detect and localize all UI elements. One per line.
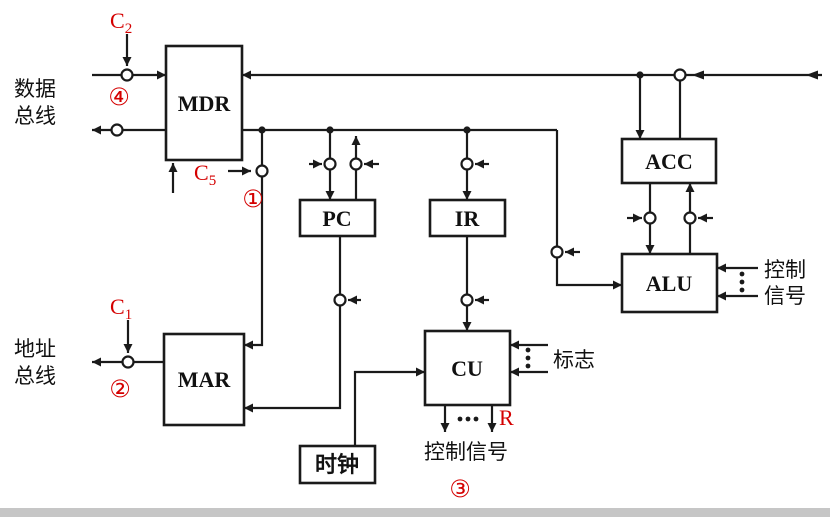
- cu-label: CU: [451, 356, 483, 381]
- ellipsis-dots: [457, 271, 745, 422]
- junction-dot: [636, 71, 644, 79]
- c2-signal-label: C2: [110, 8, 132, 37]
- data-bus-label-line2: 总线: [14, 104, 56, 128]
- alu-control-dots-icon: [739, 271, 745, 277]
- junction-dot: [258, 126, 266, 134]
- alu-label: ALU: [646, 271, 693, 296]
- circled-2-label: ②: [109, 375, 131, 403]
- pc-label: PC: [322, 206, 351, 231]
- gate-c1-icon: [121, 355, 135, 369]
- alu-control-dots-icon: [739, 279, 745, 285]
- flags-dots-icon: [525, 363, 531, 369]
- control-gates: [110, 68, 697, 369]
- gate-ir-cu-icon: [460, 293, 474, 307]
- ir-label: IR: [455, 206, 481, 231]
- data-bus-label-line1: 数据: [14, 77, 56, 101]
- cu-control-label: 控制信号: [424, 440, 508, 464]
- clock-label: 时钟: [315, 452, 359, 477]
- flags-dots-icon: [525, 347, 531, 353]
- gate-pc-out-icon: [349, 157, 363, 171]
- gate-control-arrows: [122, 34, 818, 353]
- wires: [92, 70, 822, 446]
- gate-ir-in-icon: [460, 157, 474, 171]
- circled-4-label: ④: [108, 83, 130, 111]
- address-bus-label-line1: 地址: [14, 337, 56, 361]
- wire-bus-to-mar-via-gate1: [244, 130, 264, 350]
- gate-alu-in-icon: [550, 245, 564, 259]
- topline-mid-arrow-icon: [692, 70, 704, 80]
- junction-dot: [326, 126, 334, 134]
- mar-label: MAR: [178, 367, 232, 392]
- acc-label: ACC: [645, 149, 693, 174]
- ir-block: [428, 198, 507, 238]
- r-signal-label: R: [499, 405, 514, 430]
- alu-control-dots-icon: [739, 287, 745, 293]
- gate-c5-icon: [255, 164, 269, 178]
- text-labels: 数据 总线 地址 总线 控制 信号 标志 控制信号: [14, 77, 806, 464]
- clock-block: [298, 444, 377, 485]
- acc-block: [620, 137, 718, 185]
- wire-bus-to-alu: [555, 130, 622, 290]
- mar-block: [162, 332, 246, 427]
- topline-right-arrow-icon: [806, 70, 818, 80]
- cu-output-dots-icon: [473, 416, 479, 422]
- wire-clock-to-cu: [353, 367, 425, 446]
- alu-control-label-line1: 控制: [764, 258, 806, 282]
- cu-block: [423, 329, 512, 407]
- gate-acc-alu-icon: [643, 211, 657, 225]
- pc-block: [298, 198, 377, 238]
- wire-pc-to-mar: [244, 236, 342, 413]
- gate-alu-acc-icon: [683, 211, 697, 225]
- register-blocks: MDR PC IR ACC ALU MAR CU 时钟: [162, 44, 719, 485]
- page-bottom-edge: [0, 508, 830, 517]
- gate-mdr-out-icon: [110, 123, 124, 137]
- junction-dot: [463, 126, 471, 134]
- mdr-block: [164, 44, 244, 162]
- c5-signal-label: C5: [194, 160, 216, 189]
- circled-3-label: ③: [449, 475, 471, 503]
- flags-dots-icon: [525, 355, 531, 361]
- c1-signal-label: C1: [110, 294, 132, 323]
- gate-pc-mar-icon: [333, 293, 347, 307]
- cu-output-dots-icon: [465, 416, 471, 422]
- address-bus-label-line2: 总线: [14, 364, 56, 388]
- circled-1-label: ①: [242, 185, 264, 213]
- gate-c2-icon: [120, 68, 134, 82]
- cu-output-dots-icon: [457, 416, 463, 422]
- gate-acc-mdr-icon: [673, 68, 687, 82]
- red-annotations: C2 C5 C1 ④ ① ② ③ R: [108, 8, 514, 503]
- flags-label: 标志: [553, 348, 595, 372]
- gate-pc-in-icon: [323, 157, 337, 171]
- bus-junction-dots: [258, 71, 644, 134]
- mdr-label: MDR: [178, 91, 232, 116]
- alu-control-label-line2: 信号: [764, 284, 806, 308]
- alu-block: [620, 252, 719, 314]
